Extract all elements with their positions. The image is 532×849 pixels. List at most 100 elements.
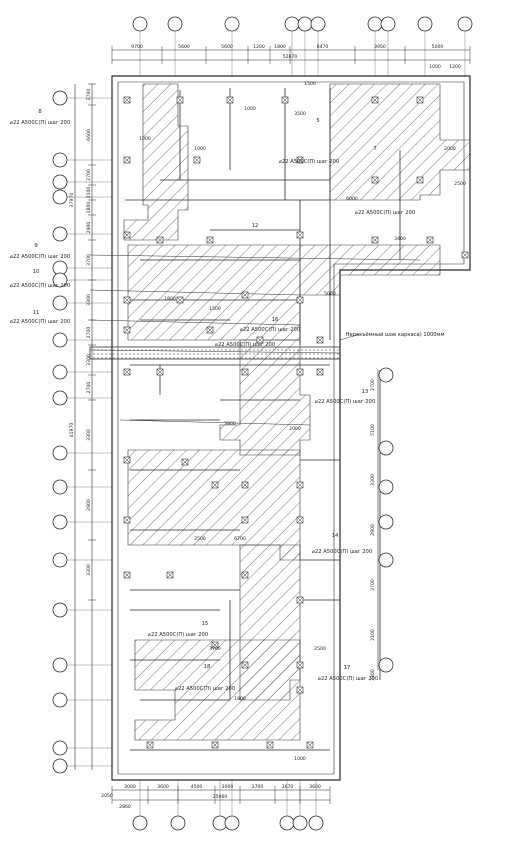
dimension-label: 2000 <box>444 146 456 152</box>
mark-number: 8 <box>38 109 41 115</box>
dimension-label: 1000 <box>294 756 306 762</box>
dimension-label: 6700 <box>234 536 246 542</box>
beam-note: Неразъёмный шов каркаса) 1000мм <box>346 331 445 338</box>
column-marker <box>316 336 324 344</box>
dimension-label: 1800 <box>164 296 176 302</box>
dimension-label: 2100 <box>370 629 376 641</box>
axis-bubble-top <box>457 16 473 32</box>
column-marker <box>211 641 219 649</box>
concrete-beam-strip <box>89 346 341 360</box>
axis-bubble-top <box>417 16 433 32</box>
rebar-note: ⌀22 A500С(П) шаг 200 <box>240 327 300 333</box>
rebar-note: ⌀22 A500С(П) шаг 200 <box>355 210 415 216</box>
axis-bubble-left <box>52 226 68 242</box>
dimension-label: 5000 <box>432 44 444 50</box>
dimension-label: 3670 <box>282 784 294 790</box>
axis-bubble-left <box>52 740 68 756</box>
mark-number: 12 <box>252 223 259 229</box>
column-marker <box>156 236 164 244</box>
axis-bubble-left <box>52 445 68 461</box>
axis-bubble-left <box>52 602 68 618</box>
dimension-label: 2400 <box>370 669 376 681</box>
dimension-label: 2100 <box>86 187 92 199</box>
column-marker <box>256 336 264 344</box>
dimension-label: 2500 <box>454 181 466 187</box>
axis-bubble-left <box>52 364 68 380</box>
axis-bubble-bottom <box>279 815 295 831</box>
axis-bubble-bottom <box>170 815 186 831</box>
axis-bubble-left <box>52 479 68 495</box>
axis-bubble-right <box>378 479 394 495</box>
axis-bubble-bottom <box>308 815 324 831</box>
axis-bubble-top <box>310 16 326 32</box>
axis-bubble-right <box>378 440 394 456</box>
axis-bubble-left <box>52 272 68 288</box>
dimension-label: 2900 <box>370 524 376 536</box>
column-marker <box>123 326 131 334</box>
rebar-note: ⌀22 A500С(П) шаг 200 <box>312 549 372 555</box>
dimension-label: 2000 <box>289 426 301 432</box>
column-marker <box>426 236 434 244</box>
column-marker <box>123 368 131 376</box>
axis-bubble-left <box>52 332 68 348</box>
axis-bubble-left <box>52 692 68 708</box>
column-marker <box>176 96 184 104</box>
dimension-label: 3300 <box>86 564 92 576</box>
dimension-label: 2860 <box>119 804 131 810</box>
rebar-note: ⌀22 A500С(П) шаг 200 <box>175 686 235 692</box>
rebar-line <box>89 254 421 261</box>
column-marker <box>181 458 189 466</box>
dimension-label: 2500 <box>194 536 206 542</box>
column-marker <box>371 236 379 244</box>
mark-number: 16 <box>272 317 279 323</box>
column-marker <box>241 368 249 376</box>
column-marker <box>296 231 304 239</box>
mark-number: 7 <box>373 146 376 152</box>
dimension-label: 5600 <box>221 44 233 50</box>
axis-bubble-top <box>284 16 300 32</box>
leader-line <box>339 333 361 341</box>
mark-number: 5 <box>316 118 319 124</box>
column-marker <box>371 176 379 184</box>
column-marker <box>281 96 289 104</box>
column-marker <box>166 571 174 579</box>
axis-bubble-left <box>52 758 68 774</box>
dimension-label: 3950 <box>374 44 386 50</box>
building-inner-outline <box>117 81 465 775</box>
axis-bubble-left <box>52 90 68 106</box>
dimension-label: 2050 <box>101 793 113 799</box>
axis-bubble-bottom <box>132 815 148 831</box>
axis-bubble-bottom <box>292 815 308 831</box>
mark-number: 13 <box>362 389 369 395</box>
column-marker <box>241 291 249 299</box>
column-marker <box>123 231 131 239</box>
column-marker <box>306 741 314 749</box>
dimension-label: 2700 <box>86 169 92 181</box>
dimension-label: 2500 <box>314 646 326 652</box>
column-marker <box>123 296 131 304</box>
zone-right-upper <box>329 83 471 201</box>
column-marker <box>156 368 164 376</box>
mark-number: 15 <box>202 621 209 627</box>
dimension-label: 3700 <box>370 579 376 591</box>
rebar-note: ⌀22 A500С(П) шаг 200 <box>10 120 70 126</box>
rebar-note: ⌀22 A500С(П) шаг 200 <box>148 632 208 638</box>
reinforcement-zones <box>123 83 471 741</box>
dimension-label: 1800 <box>86 202 92 214</box>
dimension-label: 5600 <box>178 44 190 50</box>
dimension-label: 25960 <box>213 794 228 800</box>
rebar-note: ⌀22 A500С(П) шаг 200 <box>10 283 70 289</box>
dimension-label: 1000 <box>429 64 441 70</box>
axis-bubble-top <box>297 16 313 32</box>
column-marker <box>416 96 424 104</box>
building-outline <box>111 75 471 781</box>
axis-bubble-right <box>378 514 394 530</box>
dimension-label: 3800 <box>224 421 236 427</box>
dimension-label: 2700 <box>86 89 92 101</box>
column-marker <box>296 686 304 694</box>
column-marker <box>146 741 154 749</box>
dimension-label: 2700 <box>86 327 92 339</box>
column-marker <box>176 296 184 304</box>
axis-bubble-left <box>52 189 68 205</box>
